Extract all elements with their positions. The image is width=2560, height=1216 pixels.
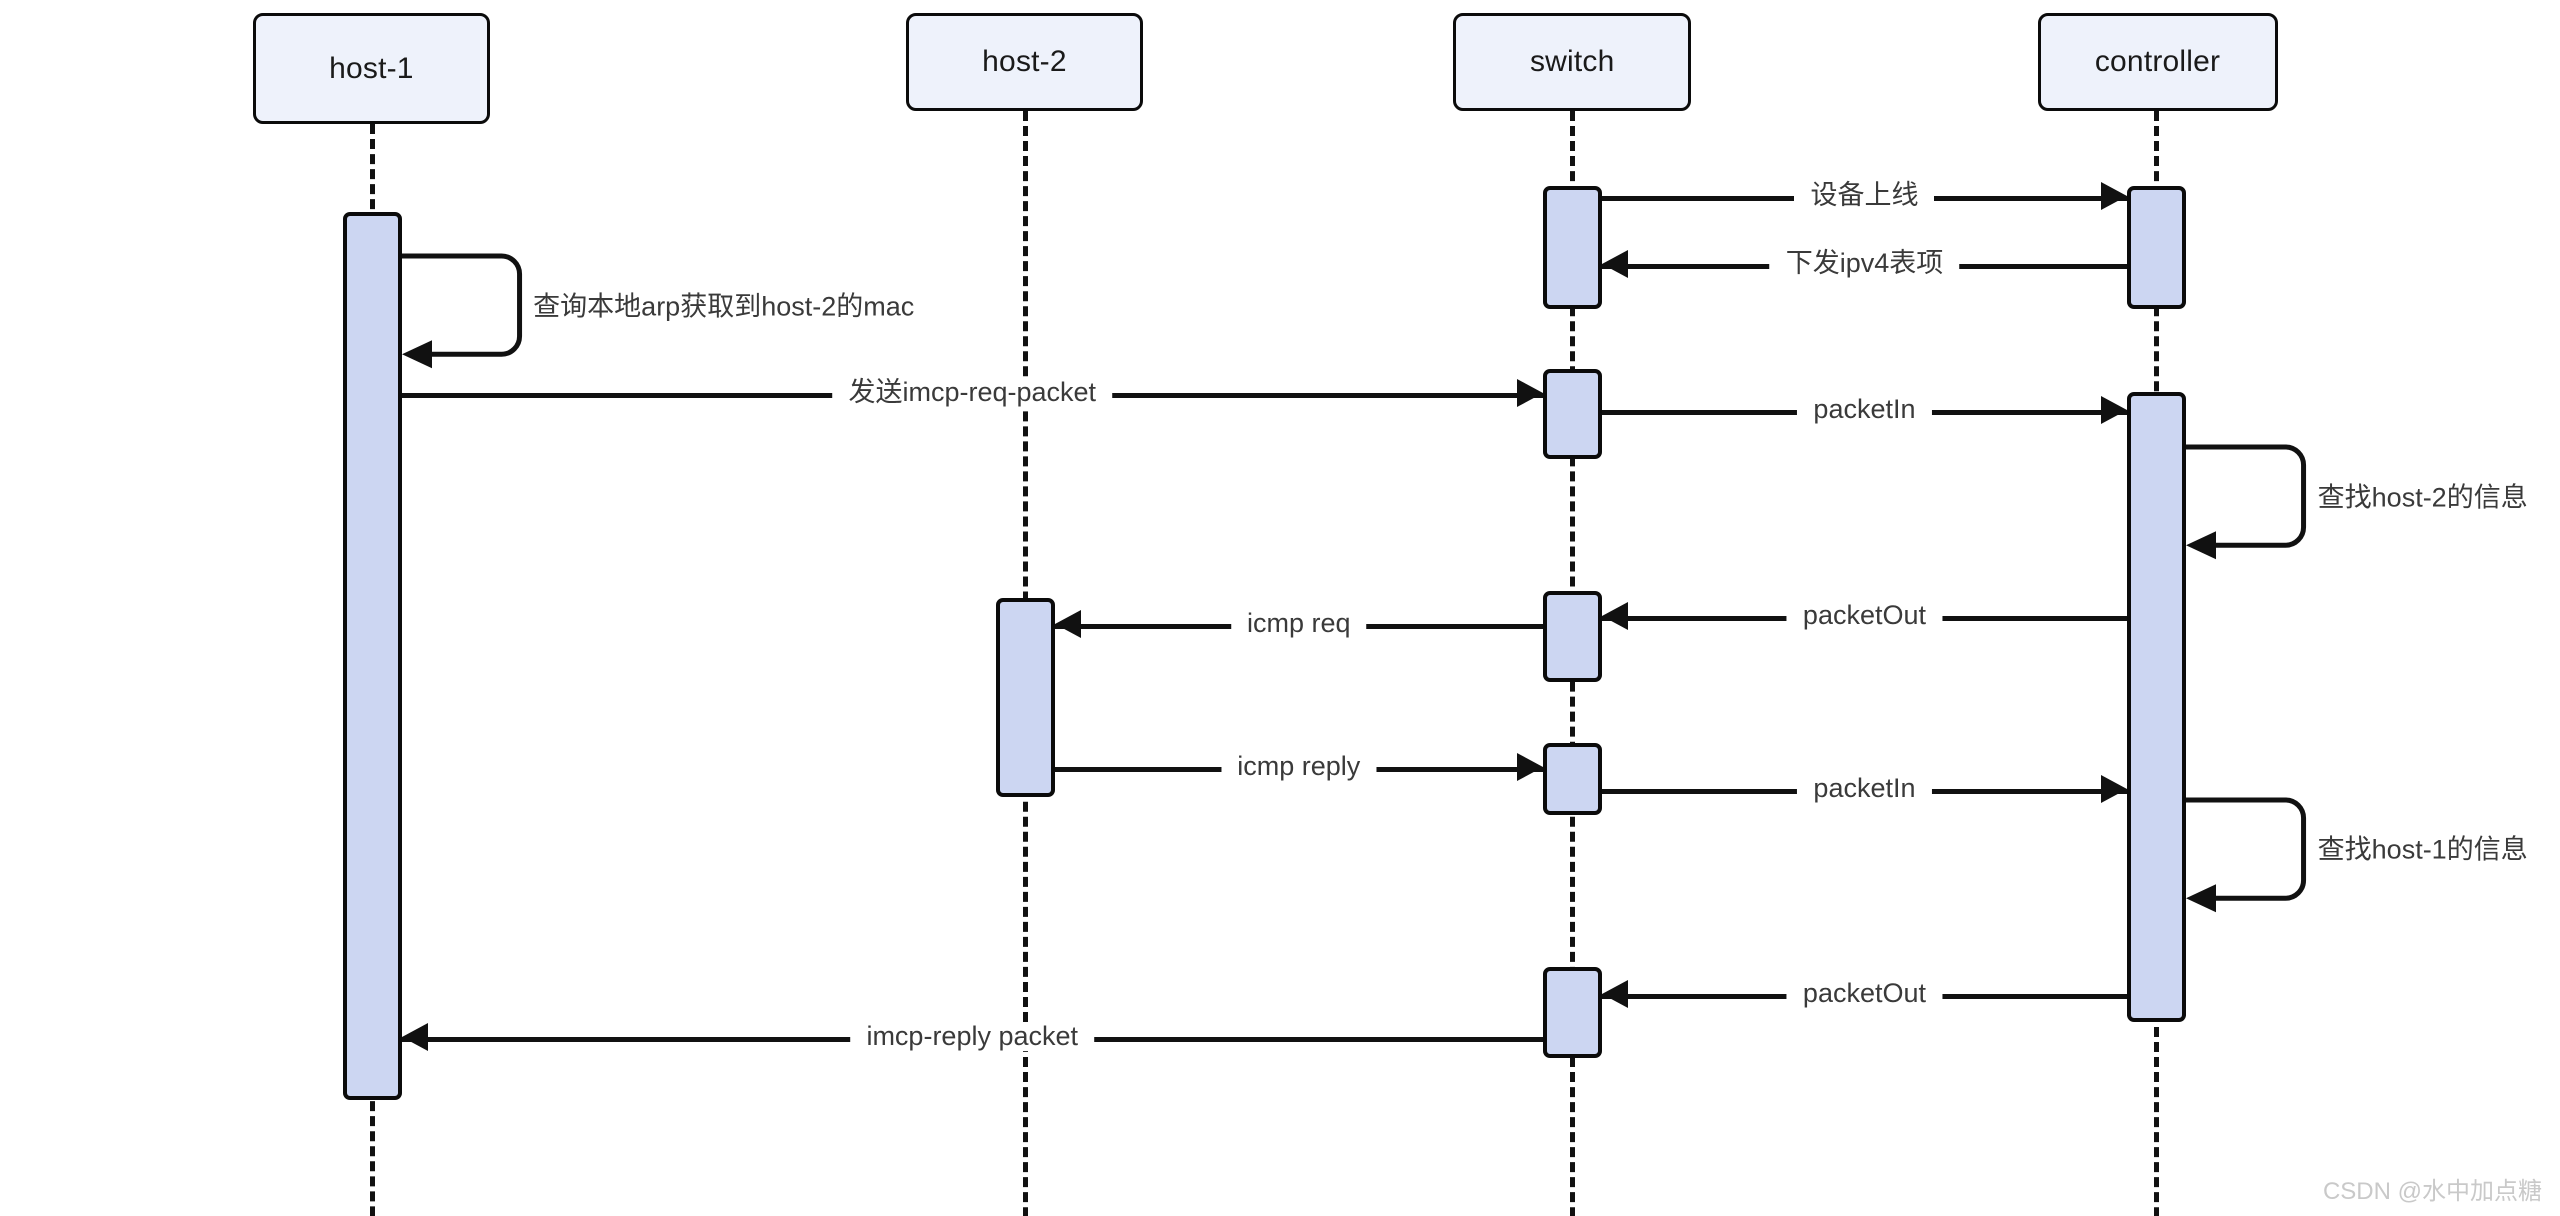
- arrow-head-icon: [401, 1022, 428, 1051]
- self-message-label: 查找host-1的信息: [2317, 834, 2528, 865]
- participant-label: host-1: [329, 51, 414, 85]
- arrow-head-icon: [401, 340, 432, 369]
- participant-host1[interactable]: host-1: [253, 13, 490, 125]
- arrow-head-icon: [2101, 395, 2128, 424]
- arrow-head-icon: [1601, 980, 1628, 1009]
- activation-bar-switch: [1542, 368, 1602, 459]
- arrow-head-icon: [2186, 883, 2217, 912]
- self-message-s3: 查找host-1的信息: [2186, 797, 2528, 912]
- self-loop-path: [401, 253, 522, 369]
- arrow-head-icon: [1601, 601, 1628, 630]
- arrow-head-icon: [2101, 181, 2128, 210]
- arrow-head-icon: [2186, 531, 2217, 560]
- participant-controller[interactable]: controller: [2037, 13, 2278, 111]
- message-label: 下发ipv4表项: [1769, 249, 1960, 280]
- activation-bar-host1: [342, 212, 402, 1101]
- self-loop-path: [2186, 797, 2307, 912]
- arrow-head-icon: [1601, 250, 1628, 279]
- arrow-head-icon: [1054, 609, 1081, 638]
- arrow-head-icon: [2101, 774, 2128, 803]
- message-label: packetIn: [1797, 394, 1932, 425]
- self-loop-path: [2186, 444, 2307, 560]
- message-label: packetIn: [1797, 773, 1932, 804]
- arrow-head-icon: [1516, 379, 1543, 408]
- self-message-s2: 查找host-2的信息: [2186, 444, 2528, 560]
- participant-switch[interactable]: switch: [1453, 13, 1692, 111]
- message-label: 设备上线: [1794, 180, 1935, 211]
- self-message-label: 查找host-2的信息: [2317, 482, 2528, 513]
- watermark: CSDN @水中加点糖: [2322, 1178, 2542, 1205]
- activation-bar-switch: [1542, 742, 1602, 815]
- message-label: packetOut: [1786, 600, 1943, 631]
- arrow-head-icon: [1516, 753, 1543, 782]
- activation-bar-host2: [995, 597, 1055, 797]
- message-label: 发送imcp-req-packet: [832, 378, 1113, 409]
- self-message-s1: 查询本地arp获取到host-2的mac: [401, 253, 914, 369]
- participant-host2[interactable]: host-2: [906, 13, 1143, 111]
- message-label: icmp req: [1231, 608, 1367, 639]
- message-label: icmp reply: [1221, 752, 1377, 783]
- self-message-label: 查询本地arp获取到host-2的mac: [533, 291, 915, 322]
- participant-label: controller: [2094, 45, 2221, 79]
- participant-label: switch: [1529, 45, 1615, 79]
- activation-bar-controller: [2127, 391, 2187, 1023]
- activation-bar-switch: [1542, 591, 1602, 683]
- message-label: imcp-reply packet: [850, 1021, 1095, 1052]
- activation-bar-switch: [1542, 186, 1602, 309]
- activation-bar-switch: [1542, 966, 1602, 1058]
- activation-bar-controller: [2127, 186, 2187, 309]
- message-label: packetOut: [1786, 979, 1943, 1010]
- participant-label: host-2: [982, 45, 1067, 79]
